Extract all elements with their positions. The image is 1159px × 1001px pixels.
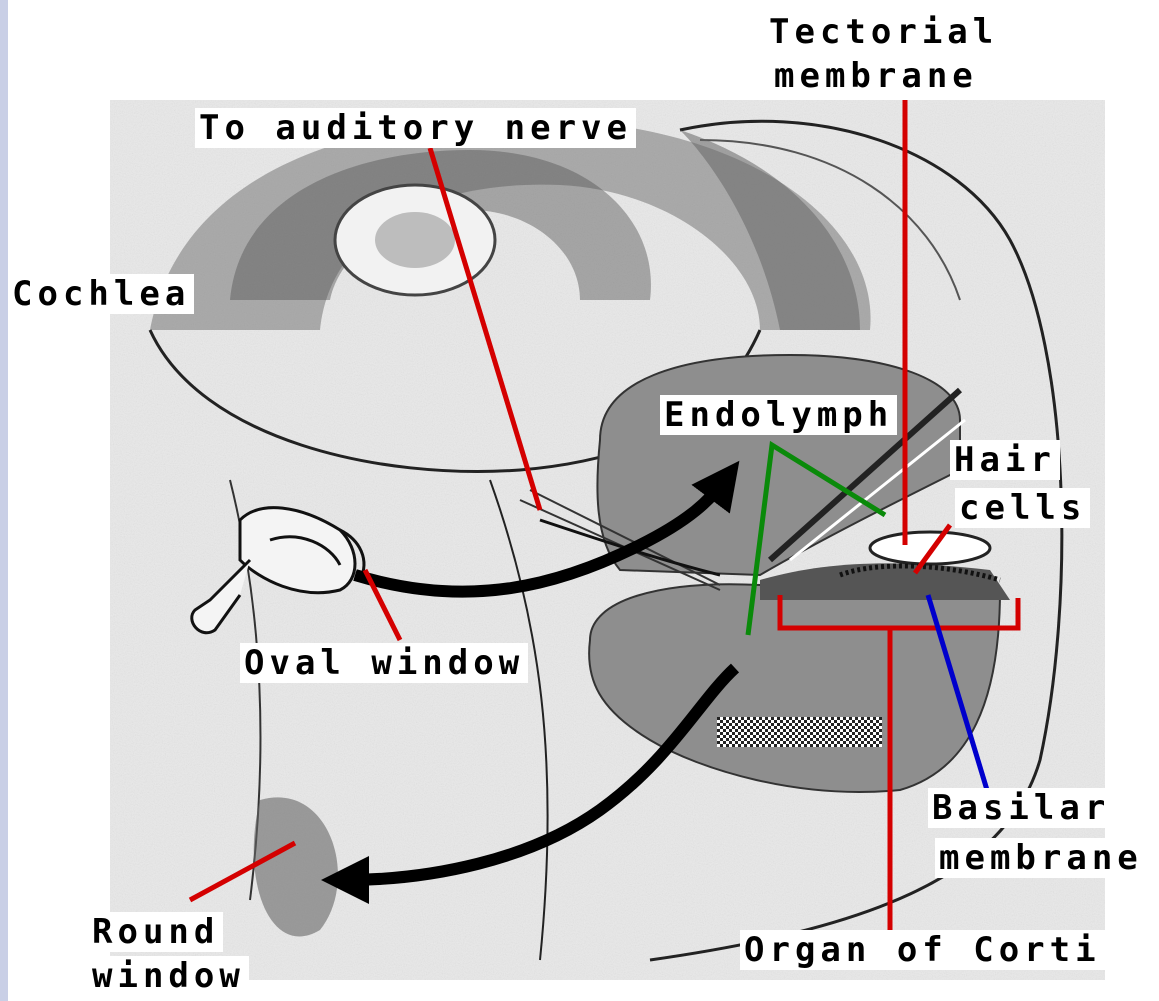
label-oval-window: Oval window — [240, 643, 528, 683]
label-tectorial-membrane-1: Tectorial — [765, 12, 1002, 52]
label-tectorial-membrane-2: membrane — [770, 56, 982, 96]
label-basilar-membrane-2: membrane — [935, 838, 1147, 878]
label-round-window-2: window — [88, 956, 249, 996]
checkered-region — [717, 717, 882, 747]
label-hair-cells-2: cells — [955, 488, 1090, 528]
label-basilar-membrane-1: Basilar — [928, 788, 1114, 828]
label-hair-cells-1: Hair — [950, 440, 1060, 480]
label-cochlea: Cochlea — [8, 274, 194, 314]
slide-edge — [0, 0, 14, 1001]
label-endolymph: Endolymph — [660, 395, 897, 435]
label-round-window-1: Round — [88, 912, 223, 952]
label-auditory-nerve: To auditory nerve — [195, 108, 636, 148]
label-organ-of-corti: Organ of Corti — [740, 930, 1105, 970]
tectorial-membrane-shape — [870, 532, 990, 564]
